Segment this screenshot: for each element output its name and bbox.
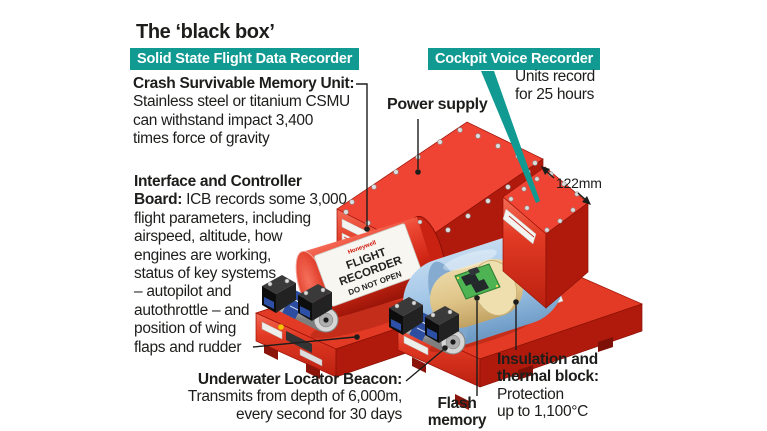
annotation-underwater-locator-beacon: Underwater Locator Beacon: Transmits fro… [150, 371, 402, 423]
leader-dots [354, 169, 519, 351]
ulb-leader [405, 349, 444, 382]
tag-solid-state-flight-data-recorder: Solid State Flight Data Recorder [130, 48, 360, 70]
annotation-flash-memory: Flash memory [417, 395, 497, 429]
text-line: position of wing [134, 320, 237, 338]
text-line: airspeed, altitude, how [134, 228, 283, 246]
text-line: engines are working, [134, 246, 272, 264]
annotation-insulation-thermal-block: Insulation and thermal block: Protection… [497, 351, 599, 420]
flash-memory-board [454, 263, 501, 300]
text-line: Flash [437, 395, 477, 412]
page-title: The ‘black box’ [136, 21, 275, 43]
annotation-heading: Underwater Locator Beacon: [197, 371, 402, 388]
icb-leader [252, 336, 356, 348]
cvr-pointer-wedge [481, 71, 540, 203]
text-line: times force of gravity [133, 130, 270, 148]
text-line: Transmits from depth of 6,000m, [187, 388, 402, 406]
text-line: every second for 30 days [236, 405, 402, 423]
text-line: flight parameters, including [134, 209, 311, 227]
cvr-electronics-box [502, 166, 589, 309]
text-line: memory [427, 411, 487, 429]
cutaway-cylinder [403, 235, 564, 348]
underwater-locator-beacon [262, 275, 339, 333]
text-line: Stainless steel or titanium CSMU [133, 93, 350, 111]
text-line: for 25 hours [515, 85, 595, 103]
tag-cockpit-voice-recorder: Cockpit Voice Recorder [428, 48, 601, 70]
annotation-heading: Board: [134, 191, 183, 209]
screws [508, 171, 580, 233]
dimension-arrows [541, 166, 591, 205]
leader-lines [252, 83, 517, 396]
annotation-dimension-122mm: 122mm [556, 175, 602, 191]
text-line: status of key systems [134, 265, 276, 283]
text-line: – autopilot and [134, 283, 232, 301]
text-line: up to 1,100°C [497, 402, 589, 420]
annotation-heading: Crash Survivable Memory Unit: [133, 75, 355, 92]
text-line: Protection [497, 385, 564, 403]
text-line: autothrottle – and [134, 301, 250, 319]
text-line: Board:ICB records some 3,000 [134, 191, 347, 209]
annotation-heading: Insulation and [497, 351, 598, 368]
indicator-dot [278, 324, 284, 330]
annotation-heading: thermal block: [497, 368, 599, 386]
text-line: can withstand impact 3,400 [133, 111, 314, 129]
annotation-power-supply: Power supply [387, 96, 488, 113]
annotation-interface-controller-board: Interface and Controller Board:ICB recor… [134, 173, 347, 357]
annotation-units-record: Units record for 25 hours [515, 68, 595, 103]
text-line: flaps and rudder [134, 338, 242, 356]
annotation-crash-survivable-memory-unit: Crash Survivable Memory Unit: Stainless … [133, 75, 355, 149]
csmu-leader [356, 83, 368, 226]
annotation-heading: Interface and Controller [134, 173, 302, 190]
cockpit-voice-recorder-unit [389, 166, 643, 410]
text-line: Units record [515, 68, 595, 85]
